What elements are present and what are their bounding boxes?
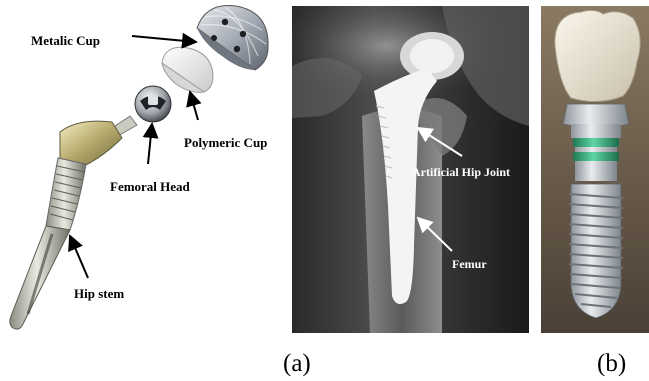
femoral-head-arrow	[148, 124, 152, 164]
femoral-head-label: Femoral Head	[110, 179, 191, 194]
metalic-cup-label: Metalic Cup	[31, 33, 100, 48]
polymeric-cup-label: Polymeric Cup	[184, 135, 267, 150]
polymeric-cup-arrow	[190, 92, 198, 120]
polymeric-cup-shape	[162, 47, 213, 92]
hip-implant-exploded-illustration: Metalic Cup Polymeric Cup Femoral Head H…	[0, 0, 290, 345]
dental-implant-image	[541, 6, 649, 333]
hip-xray-image: Artificial Hip Joint Femur	[292, 6, 529, 333]
hip-stem-arrow	[70, 236, 88, 278]
caption-b: (b)	[597, 351, 626, 376]
artificial-hip-joint-label: Artificial Hip Joint	[412, 165, 510, 179]
femur-label: Femur	[452, 257, 487, 271]
caption-a: (a)	[283, 351, 311, 376]
metalic-cup-arrow	[132, 36, 196, 42]
crown-shape	[555, 10, 640, 101]
femoral-head-shape	[135, 86, 171, 122]
hip-stem-label: Hip stem	[74, 286, 124, 301]
